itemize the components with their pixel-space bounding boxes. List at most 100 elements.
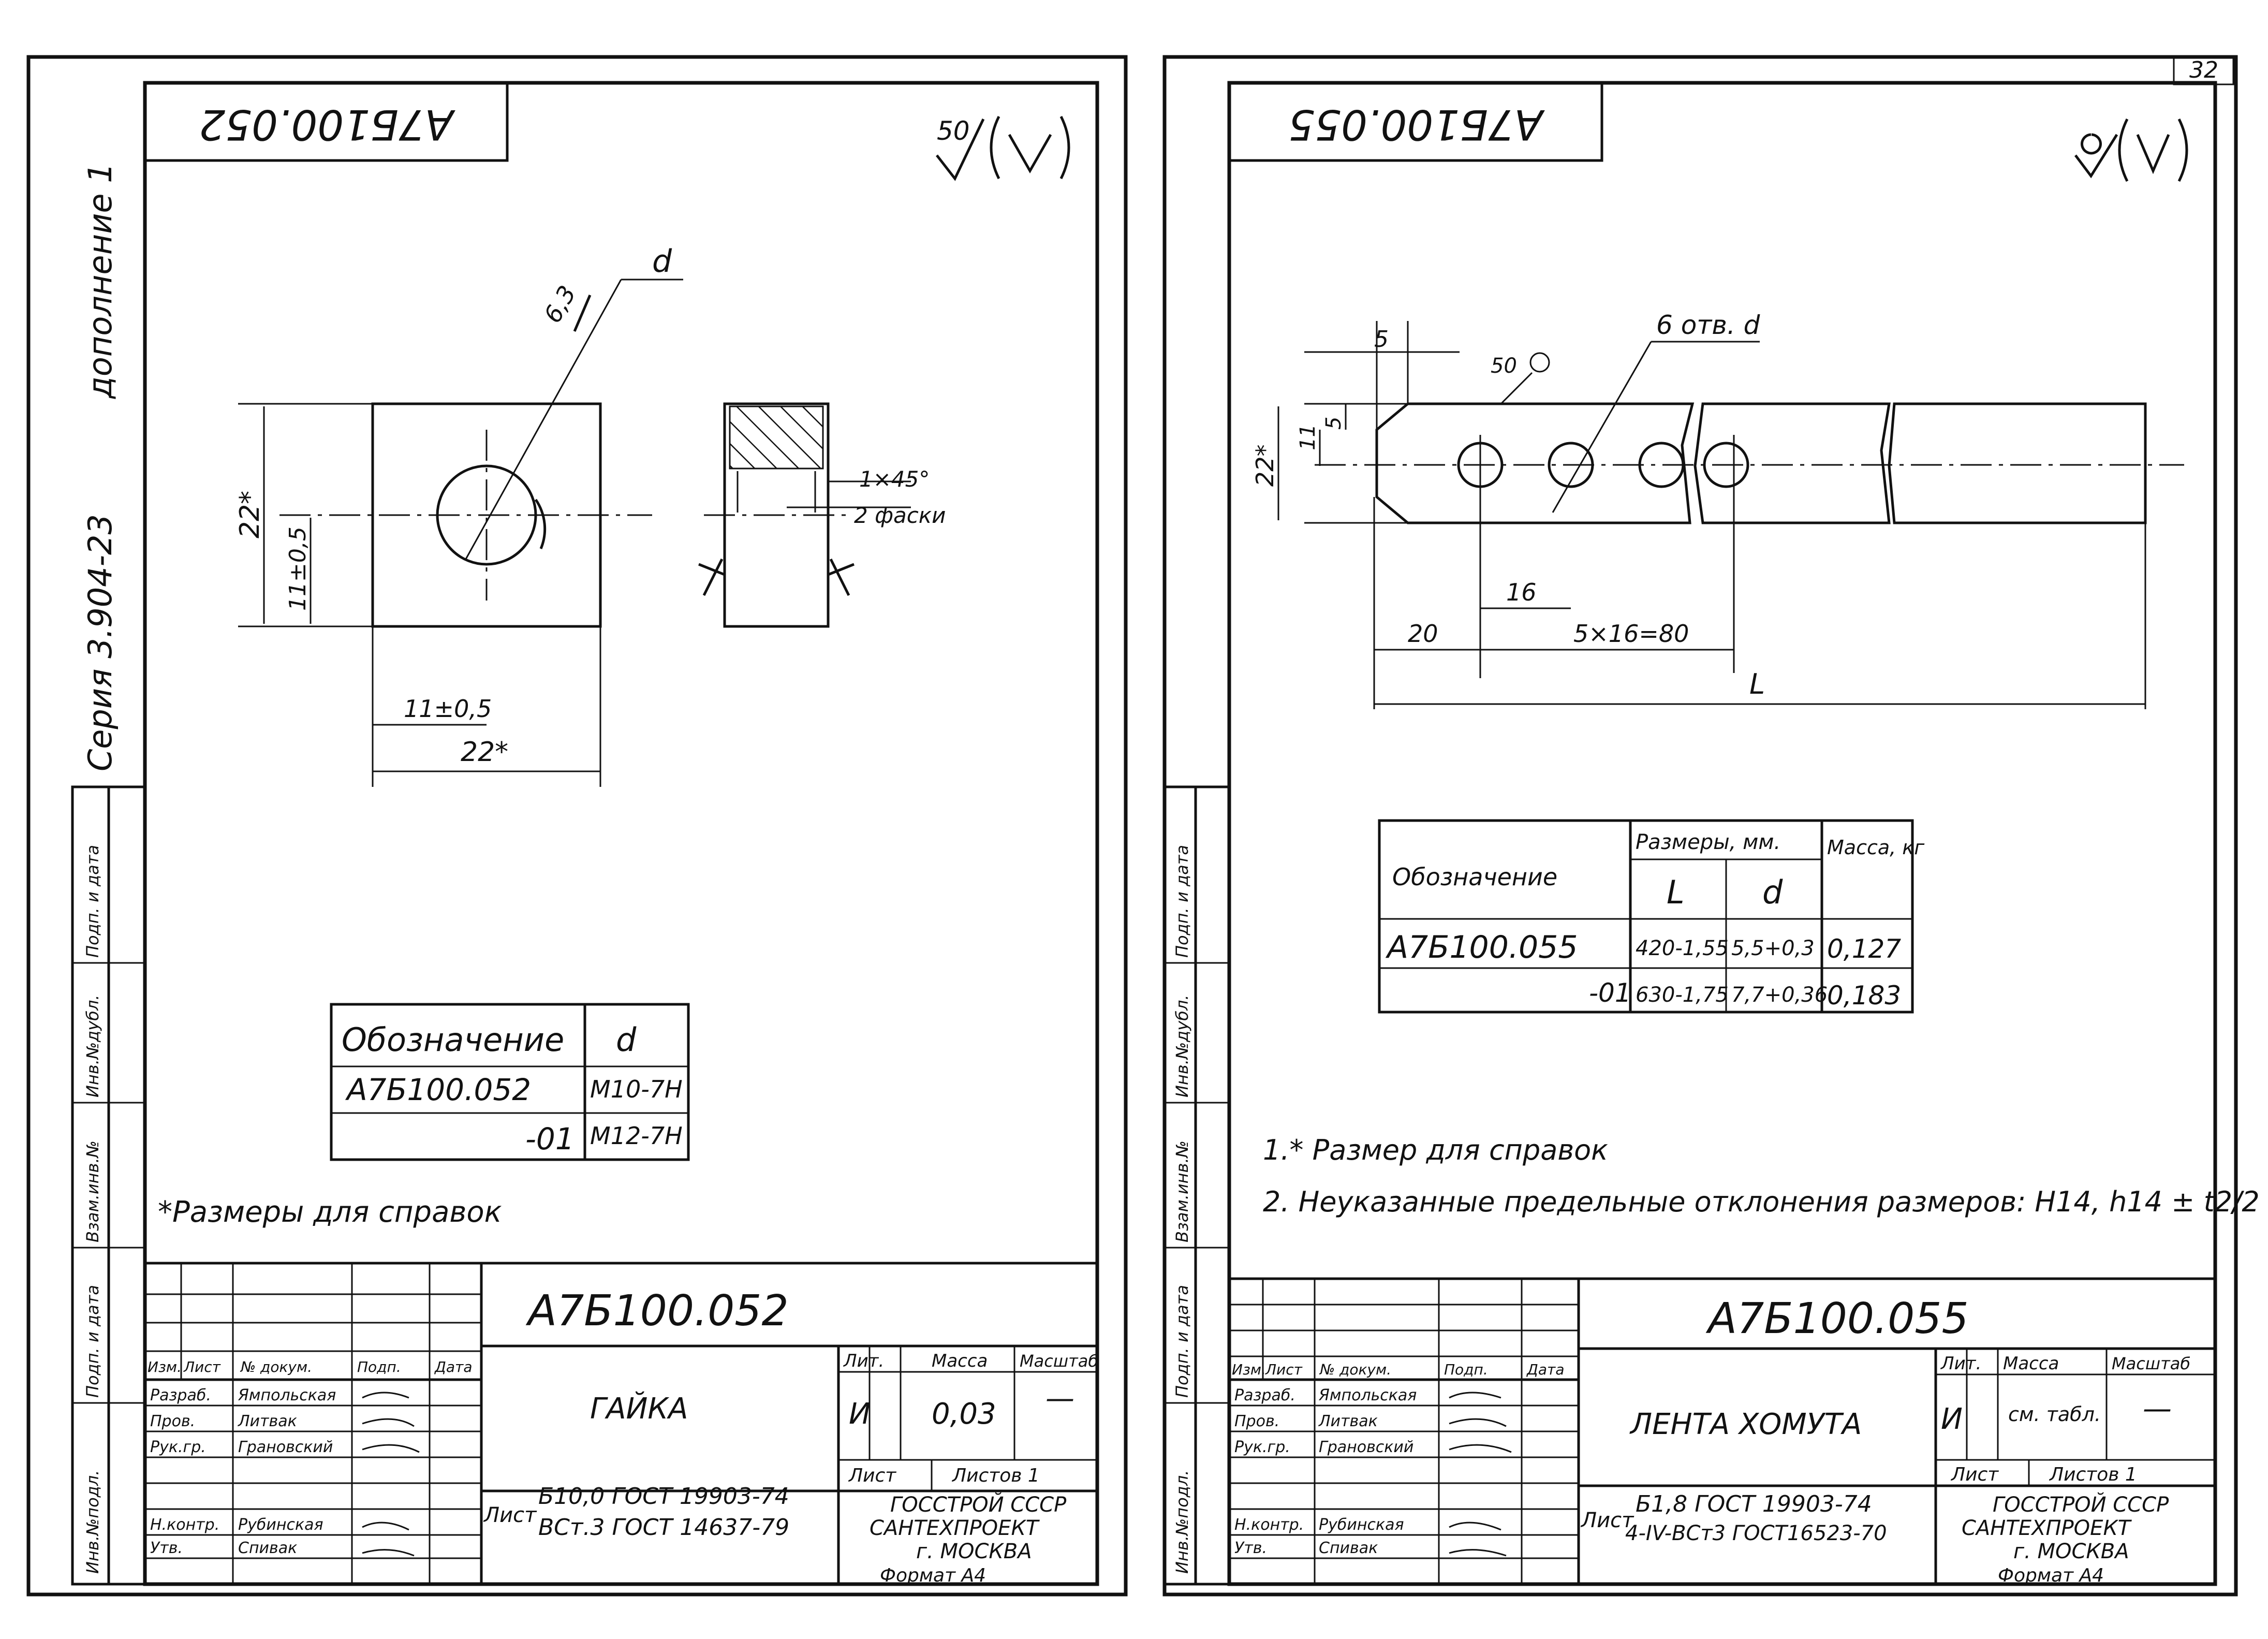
right-roughness: 50 bbox=[1491, 354, 1517, 378]
svg-text:20: 20 bbox=[1408, 620, 1438, 648]
svg-text:d: d bbox=[616, 1021, 637, 1059]
svg-text:Подп. и дата: Подп. и дата bbox=[1172, 845, 1192, 958]
svg-text:Рубинская: Рубинская bbox=[1319, 1516, 1404, 1534]
right-material-1: Б1,8 ГОСТ 19903-74 bbox=[1636, 1491, 1872, 1517]
svg-text:Изм.: Изм. bbox=[148, 1358, 182, 1375]
svg-text:Взам.инв.№: Взам.инв.№ bbox=[83, 1140, 102, 1242]
right-note-2: 2. Неуказанные предельные отклонения раз… bbox=[1263, 1186, 2260, 1218]
svg-text:420-1,55: 420-1,55 bbox=[1636, 936, 1729, 960]
svg-text:Н.контр.: Н.контр. bbox=[150, 1516, 219, 1534]
svg-text:5: 5 bbox=[1374, 326, 1389, 353]
svg-text:г. МОСКВА: г. МОСКВА bbox=[916, 1540, 1032, 1563]
svg-text:Масса: Масса bbox=[932, 1351, 988, 1371]
strip-part-1 bbox=[1375, 402, 1695, 524]
svg-text:Подп. и дата: Подп. и дата bbox=[83, 845, 102, 958]
svg-text:Рук.гр.: Рук.гр. bbox=[1234, 1438, 1290, 1456]
svg-text:Лист: Лист bbox=[483, 1503, 537, 1527]
svg-text:САНТЕХПРОЕКТ: САНТЕХПРОЕКТ bbox=[1962, 1516, 2132, 1540]
svg-text:Масса, кг: Масса, кг bbox=[1827, 836, 1925, 859]
svg-text:Формат А4: Формат А4 bbox=[1998, 1565, 2104, 1586]
left-outer-frame bbox=[26, 55, 1128, 1597]
svg-text:М12-7Н: М12-7Н bbox=[590, 1122, 683, 1150]
left-title-code: А7Б100.052 bbox=[525, 1286, 789, 1336]
svg-text:630-1,75: 630-1,75 bbox=[1636, 983, 1729, 1007]
svg-text:Рубинская: Рубинская bbox=[238, 1516, 323, 1534]
strip-part-2 bbox=[1693, 402, 1891, 524]
left-title-block: Изм. Лист № докум. Подп. Дата Разраб. Пр… bbox=[143, 1262, 1099, 1586]
left-material-1: Б10,0 ГОСТ 19903-74 bbox=[538, 1483, 789, 1510]
svg-text:Листов 1: Листов 1 bbox=[951, 1465, 1040, 1486]
svg-text:Ямпольская: Ямпольская bbox=[1318, 1386, 1417, 1404]
svg-text:0,127: 0,127 bbox=[1827, 934, 1901, 964]
svg-text:Утв.: Утв. bbox=[1234, 1539, 1267, 1557]
svg-text:Грановский: Грановский bbox=[238, 1438, 333, 1456]
svg-text:№ докум.: № докум. bbox=[1319, 1361, 1391, 1378]
left-mass: 0,03 bbox=[932, 1397, 996, 1431]
svg-text:—: — bbox=[2143, 1392, 2172, 1426]
svg-text:Пров.: Пров. bbox=[1234, 1412, 1279, 1430]
svg-text:Листов 1: Листов 1 bbox=[2049, 1464, 2137, 1485]
svg-text:Подп. и дата: Подп. и дата bbox=[1172, 1285, 1192, 1398]
svg-text:Ямпольская: Ямпольская bbox=[238, 1386, 336, 1404]
svg-text:Лист: Лист bbox=[848, 1465, 896, 1486]
left-dim-22h: 22* bbox=[461, 737, 508, 768]
left-drawing: А7Б100.052 50 Взам.инв.№ Инв.№дубл. Подп… bbox=[71, 81, 1099, 1586]
right-variants-table: Обозначение Размеры, мм. Масса, кг L d А… bbox=[1378, 819, 1925, 1014]
svg-text:5,5+0,3: 5,5+0,3 bbox=[1731, 936, 1815, 960]
svg-text:А7Б100.055: А7Б100.055 bbox=[1385, 929, 1578, 965]
svg-text:Спивак: Спивак bbox=[1319, 1539, 1378, 1557]
right-mass: см. табл. bbox=[2008, 1403, 2101, 1426]
signatures bbox=[362, 1392, 420, 1557]
svg-text:И: И bbox=[849, 1397, 871, 1431]
svg-text:—: — bbox=[1045, 1382, 1074, 1415]
svg-text:Литвак: Литвак bbox=[1318, 1412, 1378, 1430]
svg-text:Лист: Лист bbox=[1580, 1509, 1634, 1532]
strip-part-3 bbox=[1888, 402, 2147, 524]
svg-text:Инв.№дубл.: Инв.№дубл. bbox=[83, 994, 102, 1097]
svg-text:Лит.: Лит. bbox=[1940, 1353, 1981, 1374]
right-title-block: Изм. Лист № докум. Подп. Дата Разраб. Пр… bbox=[1228, 1277, 2217, 1586]
right-drawing: А7Б100.055 Взам.инв.№ Инв.№дубл. Подп. и… bbox=[1163, 81, 2260, 1586]
svg-text:ГОССТРОЙ СССР: ГОССТРОЙ СССР bbox=[1993, 1492, 2169, 1517]
left-roughness-value: 50 bbox=[937, 116, 970, 146]
left-surface-mark-icon bbox=[698, 558, 725, 596]
svg-text:Лист: Лист bbox=[1265, 1361, 1303, 1378]
svg-text:-01: -01 bbox=[1589, 978, 1631, 1008]
left-dim-63: 6,3 bbox=[538, 281, 581, 327]
svg-text:L: L bbox=[1749, 668, 1765, 700]
svg-text:ГОССТРОЙ СССР: ГОССТРОЙ СССР bbox=[890, 1492, 1067, 1517]
left-part-name: ГАЙКА bbox=[590, 1392, 688, 1426]
svg-text:Утв.: Утв. bbox=[150, 1539, 183, 1557]
svg-text:Спивак: Спивак bbox=[238, 1539, 297, 1557]
svg-text:Разраб.: Разраб. bbox=[150, 1386, 211, 1404]
svg-text:-01: -01 bbox=[525, 1121, 575, 1157]
svg-text:5: 5 bbox=[1322, 417, 1346, 430]
right-signatures bbox=[1449, 1392, 1512, 1557]
right-top-code-box bbox=[1228, 81, 1603, 162]
svg-text:22*: 22* bbox=[1251, 444, 1279, 487]
hole-4 bbox=[1703, 442, 1749, 488]
series-label: Серия 3.904-23 bbox=[81, 514, 119, 771]
svg-text:Пров.: Пров. bbox=[150, 1412, 195, 1430]
right-top-code: А7Б100.055 bbox=[1288, 100, 1545, 149]
left-side-stamp: Взам.инв.№ Инв.№дубл. Подп. и дата Инв.№… bbox=[71, 785, 146, 1586]
roughness-bracket-icon bbox=[990, 115, 1070, 180]
svg-text:Дата: Дата bbox=[1526, 1361, 1565, 1378]
svg-text:5×16=80: 5×16=80 bbox=[1573, 620, 1689, 648]
right-title-code: А7Б100.055 bbox=[1705, 1294, 1969, 1343]
hole-2 bbox=[1548, 442, 1594, 488]
right-surface-mark-icon bbox=[828, 558, 855, 596]
svg-text:Масштаб: Масштаб bbox=[1020, 1351, 1098, 1371]
svg-text:Подп.: Подп. bbox=[1444, 1361, 1488, 1378]
svg-text:Подп.: Подп. bbox=[357, 1358, 401, 1375]
chamfer-1: 1×45° bbox=[859, 466, 930, 492]
svg-text:Лист: Лист bbox=[183, 1358, 221, 1375]
left-dim-d: d bbox=[652, 243, 672, 280]
roughness-check-icon bbox=[936, 118, 985, 181]
svg-text:Масса: Масса bbox=[2003, 1353, 2059, 1374]
svg-text:Инв.№подл.: Инв.№подл. bbox=[83, 1470, 102, 1574]
svg-text:г. МОСКВА: г. МОСКВА bbox=[2013, 1540, 2129, 1563]
supplement-label: дополнение 1 bbox=[81, 163, 119, 399]
left-top-code-box bbox=[143, 81, 509, 162]
